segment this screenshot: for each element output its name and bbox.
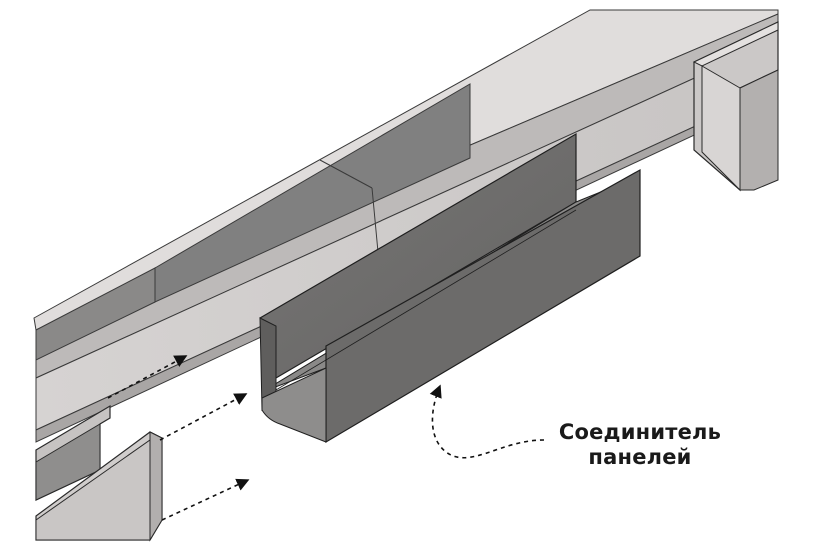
insertion-arrows bbox=[107, 355, 250, 521]
callout-line-1: Соединитель bbox=[558, 420, 722, 444]
callout-arrow bbox=[429, 384, 545, 459]
channel-seam-2 bbox=[371, 187, 379, 253]
callout-line-2: панелей bbox=[588, 445, 692, 469]
insertion-arrow-1 bbox=[107, 355, 188, 399]
callout-label: Соединитель панелей bbox=[540, 420, 740, 470]
panel-connector bbox=[259, 132, 641, 444]
insertion-arrow-3 bbox=[161, 478, 250, 521]
connector-bend bbox=[261, 367, 327, 443]
insertion-arrow-2 bbox=[159, 393, 248, 441]
right-end-piece bbox=[692, 21, 779, 192]
channel-dark-section-2 bbox=[35, 267, 156, 361]
connector-inner-line bbox=[275, 209, 577, 391]
channel-seam-1 bbox=[319, 159, 373, 189]
left-panel-pieces bbox=[35, 404, 163, 542]
